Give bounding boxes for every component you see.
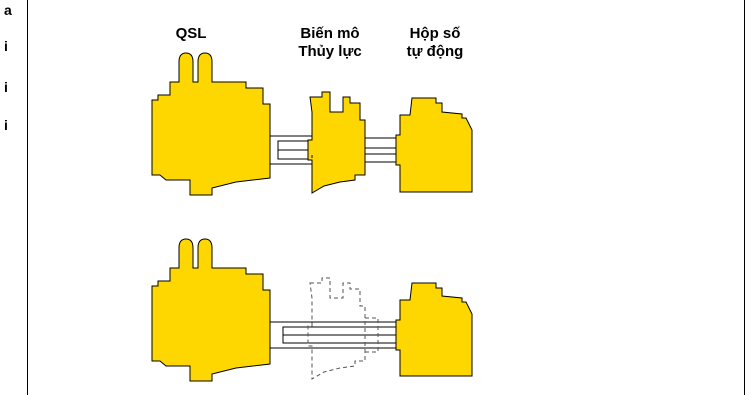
engine-block-top bbox=[151, 52, 271, 196]
edge-fragment: i bbox=[4, 117, 8, 133]
gearbox-label-line1: Hộp số bbox=[409, 25, 461, 42]
gearbox-top bbox=[395, 97, 473, 193]
torque-converter-ghost-bottom bbox=[307, 277, 366, 380]
gearbox-label-line2: tự động bbox=[406, 43, 464, 60]
bottom-assembly bbox=[151, 238, 473, 382]
shaft-top-2 bbox=[364, 137, 401, 163]
edge-fragment: i bbox=[4, 79, 8, 95]
torque-converter-top bbox=[307, 91, 366, 194]
gearbox-bottom bbox=[395, 282, 473, 377]
engine-block-bottom bbox=[151, 238, 271, 382]
converter-label-line2: Thủy lực bbox=[298, 43, 362, 60]
diagram-frame bbox=[27, 0, 745, 395]
converter-label-line1: Biến mô bbox=[300, 25, 360, 42]
top-assembly bbox=[151, 52, 473, 196]
engine-label: QSL bbox=[175, 25, 207, 42]
edge-fragment: a bbox=[4, 2, 12, 18]
cut-off-text-fragments: a i i i bbox=[0, 0, 20, 150]
edge-fragment: i bbox=[4, 38, 8, 54]
